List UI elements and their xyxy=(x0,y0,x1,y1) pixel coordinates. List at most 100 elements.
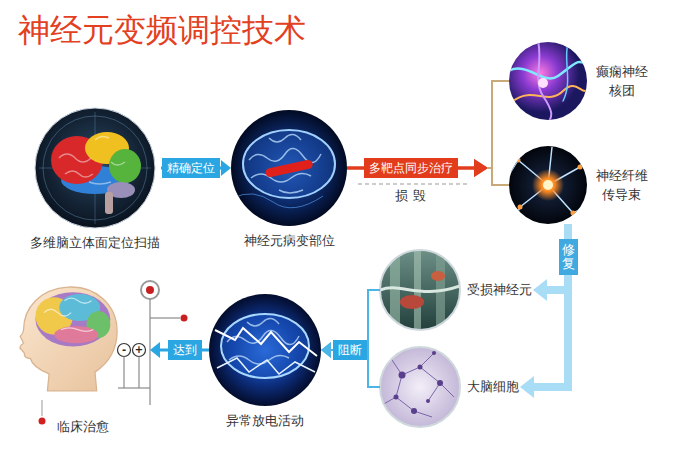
image-node: 神经纤维传导束 xyxy=(509,146,651,224)
arrow-head xyxy=(520,376,534,398)
fiber-tract-art xyxy=(518,205,523,210)
damaged-neuron-art xyxy=(380,250,460,330)
arrow-head xyxy=(533,279,547,301)
nucleus-art xyxy=(509,42,587,120)
arrow-head xyxy=(474,159,488,177)
damaged-neuron-art xyxy=(431,271,445,281)
connector xyxy=(347,81,509,177)
node-caption: 癫痫神经核团 xyxy=(593,62,651,101)
node-caption: 多维脑立体面定位扫描 xyxy=(29,234,161,252)
lesion-brain-art xyxy=(243,130,335,198)
scan-brain-art xyxy=(35,108,155,228)
head-art xyxy=(20,287,117,391)
image-node: 大脑细胞 xyxy=(380,347,520,427)
scan-brain-art xyxy=(109,149,141,183)
electrode-wires xyxy=(118,387,150,388)
scan-brain-art xyxy=(59,136,125,184)
edge-label: 精确定位 xyxy=(162,158,220,178)
electrode-wires xyxy=(138,357,139,389)
edge-label: 达到 xyxy=(168,340,202,360)
brain-cell-art xyxy=(426,399,430,403)
electrode-wires xyxy=(141,281,159,299)
fiber-tract-art xyxy=(510,147,586,221)
edge-label: 修复 xyxy=(559,239,578,276)
node-caption: 神经元病变部位 xyxy=(243,232,336,250)
image-node: 异常放电活动 xyxy=(209,294,321,430)
fiber-tract-art xyxy=(543,180,553,190)
edge-label: 阻断 xyxy=(333,340,367,360)
connector-line xyxy=(488,168,509,185)
damaged-neuron-art xyxy=(380,250,460,330)
damaged-neuron-art xyxy=(400,295,424,309)
terminal-sign: - xyxy=(122,345,126,355)
nucleus-art xyxy=(538,41,551,123)
cure-leader xyxy=(42,400,43,416)
electrode-wires xyxy=(123,357,124,389)
image-node: 临床治愈 xyxy=(10,282,150,436)
nucleus-art xyxy=(538,78,548,88)
damaged-neuron-art xyxy=(380,250,460,330)
electrode-wires xyxy=(118,344,131,357)
nucleus-art xyxy=(508,41,590,123)
lesion-brain-art xyxy=(231,110,347,226)
brain-cell-art xyxy=(382,353,454,417)
electrode-wires xyxy=(146,286,154,294)
fiber-tract-art xyxy=(516,158,521,163)
brain-cell-art xyxy=(394,395,399,400)
dashed-divider xyxy=(358,184,470,185)
cure-leader xyxy=(39,418,46,425)
damaged-neuron-art xyxy=(380,250,460,330)
node-caption: 临床治愈 xyxy=(56,418,110,436)
arrow-head xyxy=(150,342,160,358)
arrow-head xyxy=(474,159,488,177)
edge-label: 多靶点同步治疗 xyxy=(364,158,458,178)
edge-label: 损 毁 xyxy=(392,187,428,205)
nucleus-art xyxy=(513,86,590,101)
node-caption: 神经纤维传导束 xyxy=(593,166,651,205)
scan-brain-art xyxy=(35,108,155,228)
brain-cell-art xyxy=(399,372,406,379)
electrode-wires xyxy=(149,299,150,405)
image-node: 多维脑立体面定位扫描 xyxy=(29,108,161,252)
brain-cell-art xyxy=(411,408,417,414)
fiber-tract-art xyxy=(509,146,587,224)
brain-cell-art xyxy=(437,380,443,386)
discharge-brain-art xyxy=(215,328,317,356)
head-art xyxy=(44,298,93,331)
connector xyxy=(347,159,509,185)
nucleus-art xyxy=(508,62,588,79)
image-node: 神经元病变部位 xyxy=(231,110,347,250)
discharge-brain-art xyxy=(215,314,317,378)
fiber-tract-art xyxy=(532,169,564,201)
fiber-tract-art xyxy=(510,147,586,221)
discharge-brain-art xyxy=(217,358,315,374)
electrode-wires xyxy=(181,315,188,322)
scan-brain-art xyxy=(105,192,113,214)
arrow-head xyxy=(321,342,331,358)
fiber-tract-art xyxy=(571,211,576,216)
arrow-head xyxy=(221,160,231,176)
terminal-sign: + xyxy=(135,345,143,355)
lesion-brain-art xyxy=(249,134,321,193)
node-caption: 异常放电活动 xyxy=(225,412,305,430)
arrow-head xyxy=(321,342,331,358)
cure-leader xyxy=(39,400,46,425)
dashed-divider xyxy=(358,184,470,185)
electrode-wires xyxy=(150,317,180,318)
image-node: 受损神经元 xyxy=(380,250,533,330)
diagram-title: 神经元变频调控技术 xyxy=(18,10,306,50)
brain-cell-art xyxy=(380,347,460,427)
head-art xyxy=(36,292,111,346)
electrode-wires xyxy=(133,344,146,357)
lesion-brain-art xyxy=(233,130,335,208)
head-art xyxy=(20,287,117,391)
discharge-brain-art xyxy=(209,294,321,406)
brain-cell-art xyxy=(418,365,423,370)
connector-line xyxy=(488,81,509,168)
node-caption: 大脑细胞 xyxy=(466,378,520,396)
discharge-brain-art xyxy=(209,294,321,406)
fiber-tract-art xyxy=(509,146,587,224)
nucleus-art xyxy=(563,43,568,101)
